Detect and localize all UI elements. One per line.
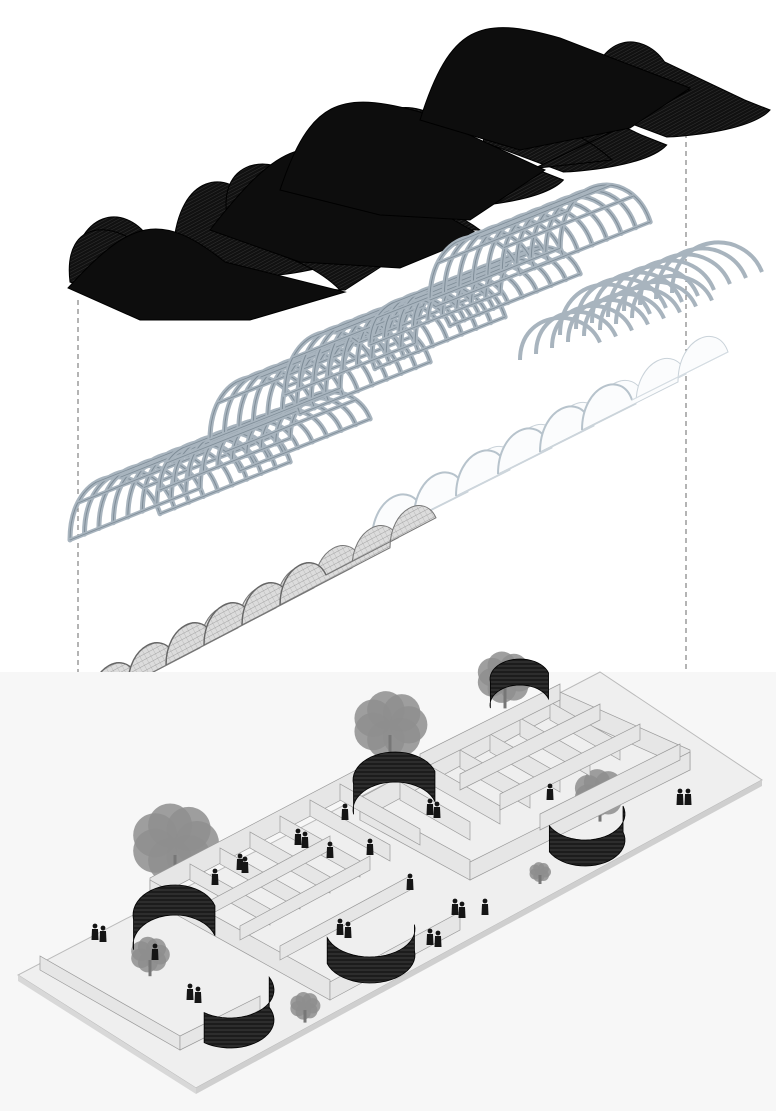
translucent-vault-edge (581, 383, 633, 431)
gridshell-rib (630, 273, 714, 319)
person-figure (241, 856, 249, 873)
person-figure (336, 918, 344, 935)
wall (539, 743, 681, 831)
person-figure (186, 983, 194, 1000)
translucent-vault-ridge (631, 351, 729, 401)
person-figure (458, 901, 466, 918)
gridshell-purlin-edge (449, 273, 581, 327)
person-figure (301, 831, 309, 848)
wall (499, 723, 641, 811)
person-figure (366, 838, 374, 855)
gridshell-purlin-edge (369, 292, 501, 346)
person-figure (546, 783, 554, 800)
person-figure (326, 841, 334, 858)
gridshell-purlin-edge (159, 437, 291, 491)
gridshell-purlin-edge (376, 265, 508, 319)
slab-edge-left (18, 975, 196, 1094)
tree (354, 691, 428, 766)
curved-screen (203, 976, 275, 1049)
curved-screen (548, 805, 626, 867)
gridshell-purlin-edge (519, 221, 651, 275)
curved-screens (132, 658, 626, 1049)
curved-screen (352, 751, 436, 815)
person-figure (344, 921, 352, 938)
people (91, 783, 692, 1003)
tree (290, 991, 321, 1023)
curved-screen (132, 884, 216, 950)
tree (529, 862, 551, 884)
gridshell-purlin-edge (283, 335, 415, 389)
person-figure (294, 828, 302, 845)
membrane-band (67, 228, 347, 321)
person-figure (481, 898, 489, 915)
person-figure (236, 853, 244, 870)
slab-edge-right (196, 780, 762, 1094)
gridshell-purlin-edge (77, 450, 208, 504)
gridshell-purlin-edge (284, 342, 416, 396)
gridshell-purlin-edge (217, 350, 348, 404)
person-figure (406, 873, 414, 890)
curved-screen (489, 658, 549, 709)
gridshell-purlin-edge (437, 210, 568, 264)
gridshell-purlin-edge (166, 410, 298, 464)
person-figure (676, 788, 684, 805)
gridshell-purlin-edge (159, 461, 291, 515)
person-figure (151, 943, 159, 960)
gridshell-purlin-edge (69, 487, 201, 541)
person-figure (426, 798, 434, 815)
timber-gridshell-layer (67, 182, 764, 543)
wall (459, 703, 601, 791)
gridshell-purlin-edge (183, 395, 314, 448)
wall (469, 751, 691, 881)
gridshell-purlin-edge (239, 418, 371, 472)
mesh-vault-edge (279, 562, 327, 606)
person-figure (211, 868, 219, 885)
gridshell-rib (670, 240, 764, 294)
gridshell-purlin-edge (143, 435, 275, 489)
gridshell-purlin-edge (429, 247, 561, 301)
wall (239, 855, 371, 941)
membrane-band (419, 27, 692, 151)
person-figure (341, 803, 349, 820)
person-figure (194, 986, 202, 1003)
person-figure (426, 928, 434, 945)
wall (339, 783, 421, 846)
membrane-band (279, 101, 547, 221)
gridshell-purlin-edge (456, 189, 587, 243)
gridshell-purlin-edge (209, 387, 341, 441)
roof-membrane-layer (67, 27, 771, 321)
person-figure (99, 925, 107, 942)
gridshell-purlin-edge (414, 246, 546, 300)
person-figure (451, 898, 459, 915)
person-figure (91, 923, 99, 940)
person-figure (684, 788, 692, 805)
gridshell-purlin-edge (503, 195, 635, 249)
gridshell-purlin-edge (374, 316, 506, 370)
gridshell-purlin-edge (480, 184, 611, 238)
person-figure (434, 930, 442, 947)
gridshell-purlin-edge (299, 361, 431, 415)
person-figure (433, 801, 441, 818)
curved-screen (326, 924, 416, 984)
gridshell-purlin-edge (225, 399, 356, 453)
